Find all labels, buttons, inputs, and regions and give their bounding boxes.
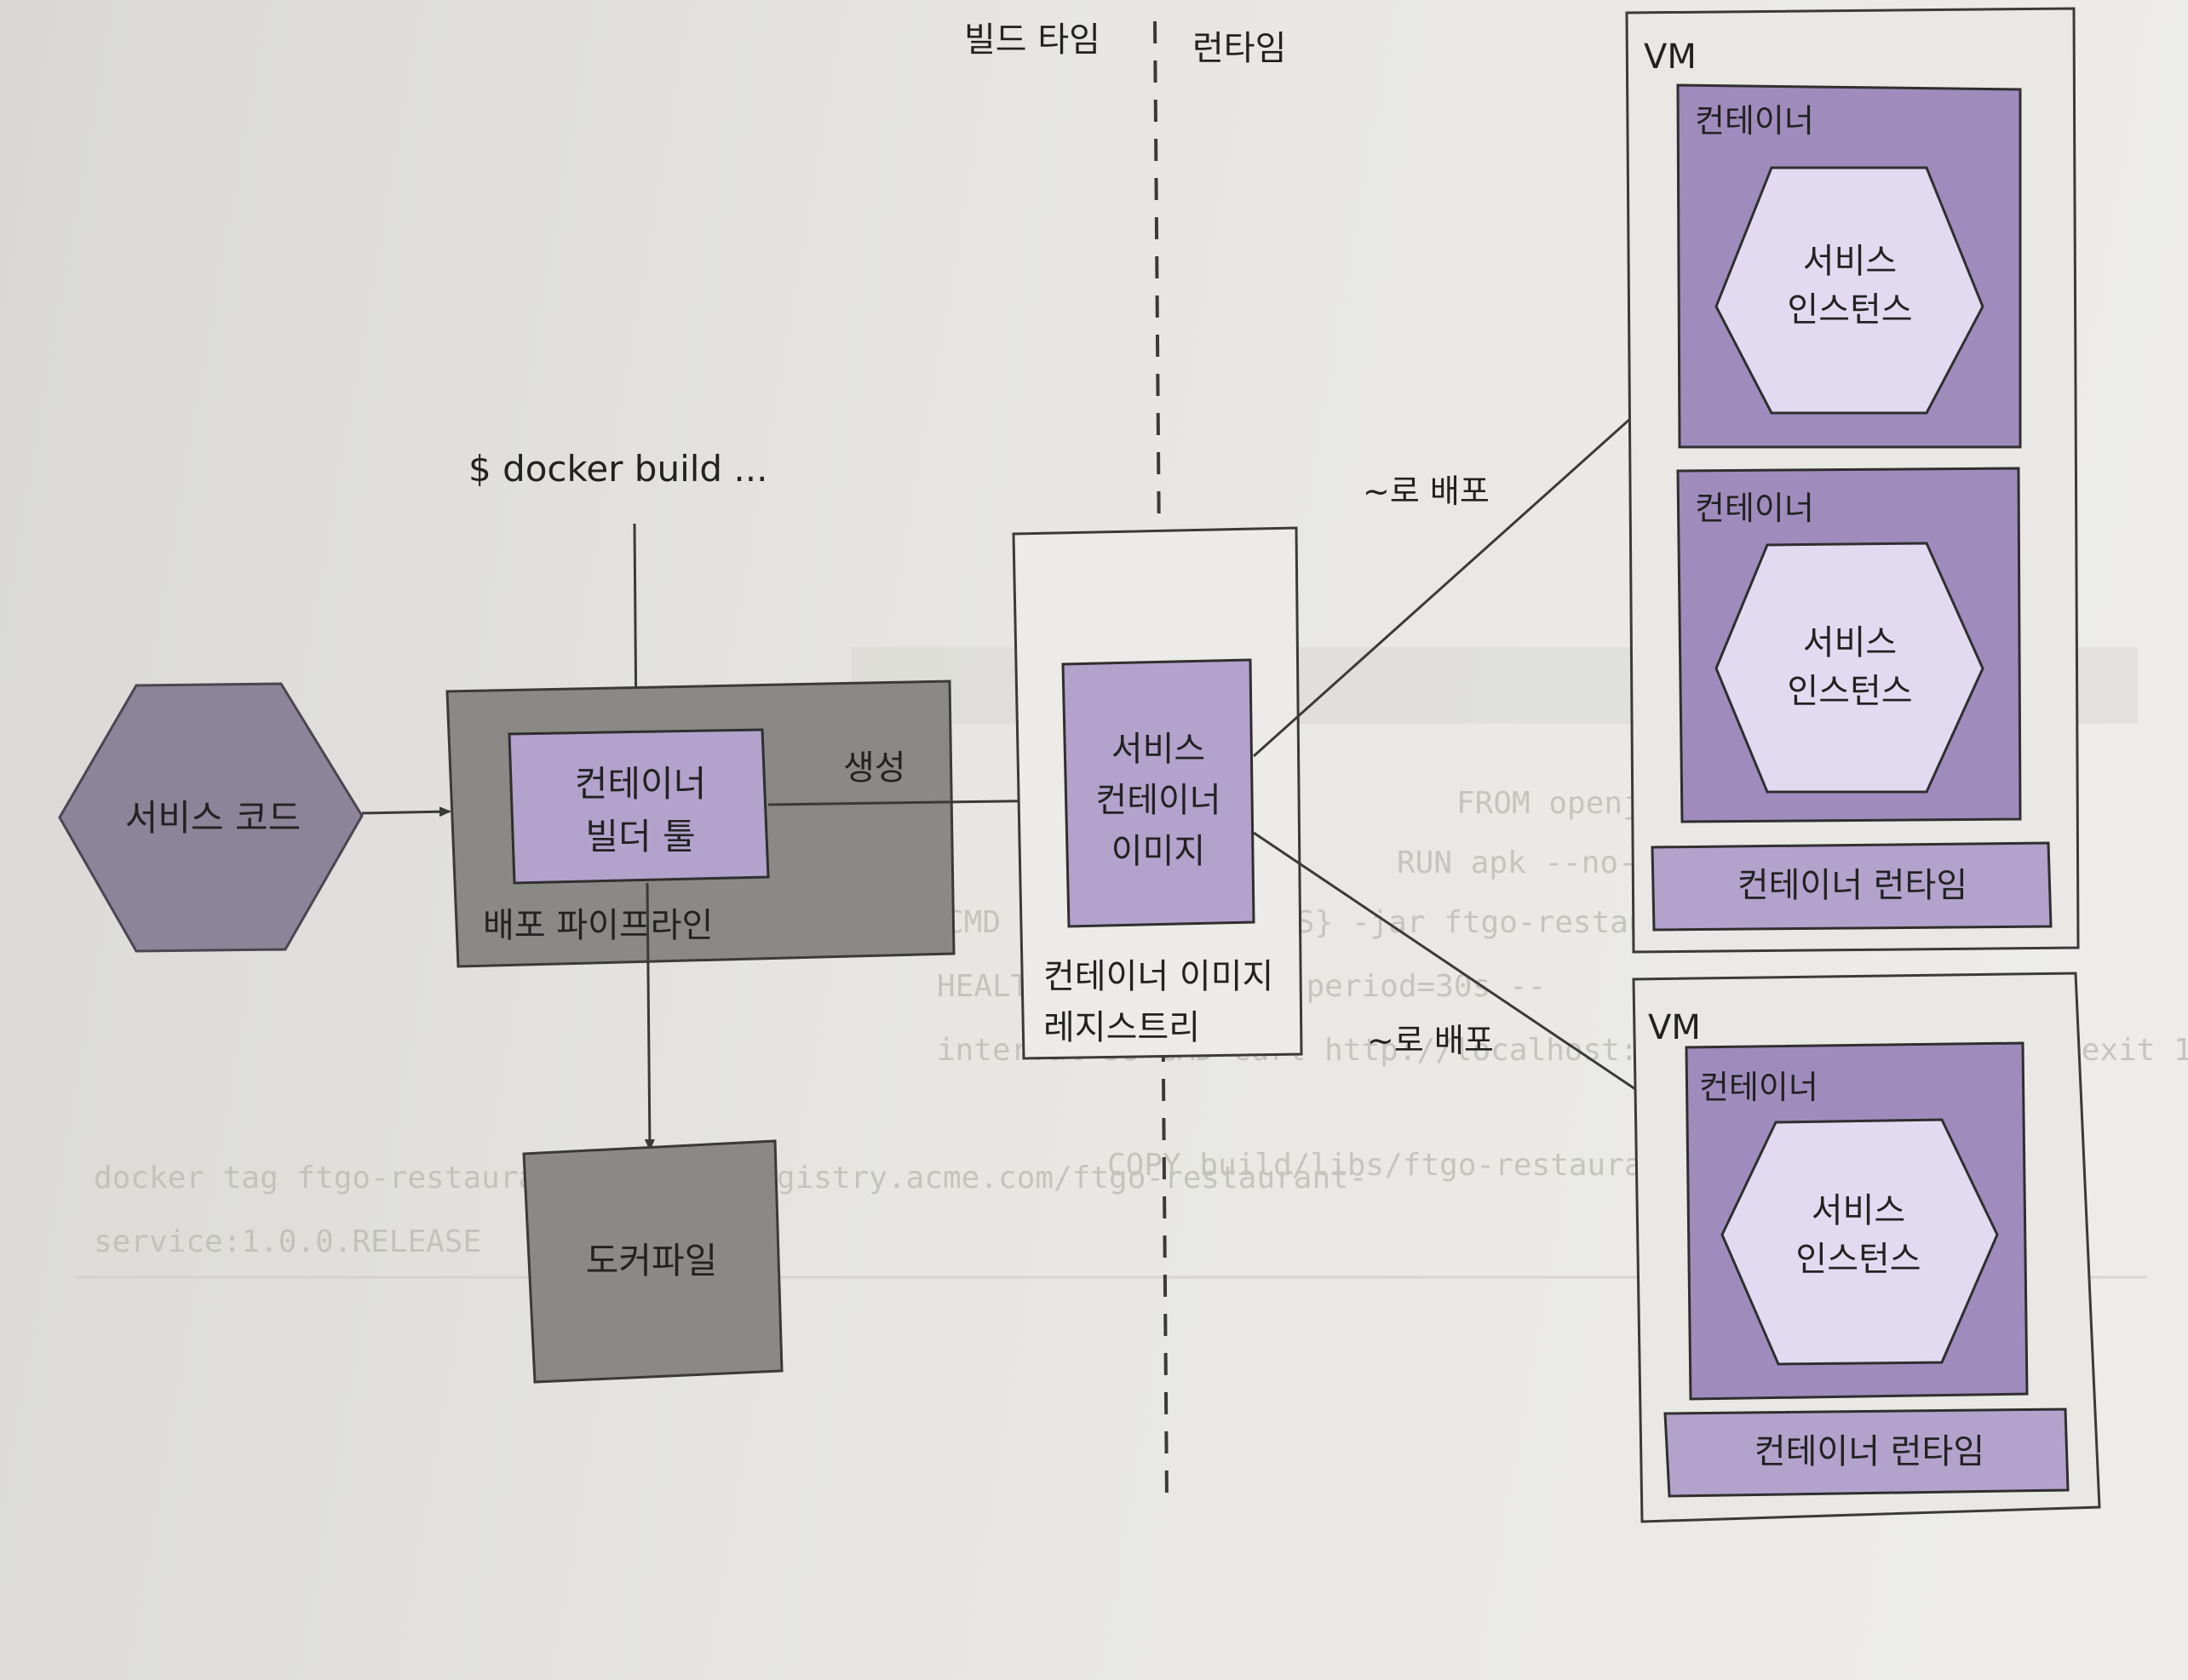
build-time-label: 빌드 타임 xyxy=(964,20,1100,60)
service-container-image-box xyxy=(1061,658,1255,928)
pipeline-label: 배포 파이프라인 xyxy=(483,906,713,945)
container-runtime-label: 컨테이너 런타임 xyxy=(1754,1432,1984,1471)
deploy-label-bottom: ~로 배포 xyxy=(1367,1022,1494,1059)
instance-label-line2: 인스턴스 xyxy=(1787,290,1912,330)
registry-label-line2: 레지스트리 xyxy=(1043,1008,1200,1047)
vm-top-title: VM xyxy=(1644,37,1697,77)
runtime-label: 런타임 xyxy=(1192,29,1286,68)
container-label: 컨테이너 xyxy=(1695,102,1814,140)
service-code-hexagon xyxy=(58,682,364,953)
service-code-label: 서비스 코드 xyxy=(125,797,301,839)
deploy-arrow-bottom xyxy=(1253,831,1686,1124)
instance-label-line1: 서비스 xyxy=(1803,623,1897,662)
service-instance-hexagon xyxy=(1714,542,1984,794)
image-label-line1: 서비스 xyxy=(1111,730,1205,769)
instance-label-line2: 인스턴스 xyxy=(1795,1240,1921,1279)
container-label: 컨테이너 xyxy=(1695,490,1814,527)
docker-build-command: $ docker build ... xyxy=(468,448,767,490)
dockerfile-label: 도커파일 xyxy=(586,1240,718,1282)
deploy-arrow-top xyxy=(1252,373,1681,758)
image-label-line2: 컨테이너 xyxy=(1095,781,1220,820)
instance-label-line1: 서비스 xyxy=(1812,1191,1905,1230)
generate-label: 생성 xyxy=(843,748,906,788)
vm-top-container-runtime xyxy=(1651,841,2053,932)
registry-label-line1: 컨테이너 이미지 xyxy=(1043,957,1273,996)
builder-label-line1: 컨테이너 xyxy=(575,763,707,805)
build-runtime-divider xyxy=(1153,20,1169,1499)
instance-label-line1: 서비스 xyxy=(1803,242,1897,281)
container-runtime-label: 컨테이너 런타임 xyxy=(1737,866,1967,905)
instance-label-line2: 인스턴스 xyxy=(1787,672,1912,711)
service-instance-hexagon xyxy=(1714,166,1984,415)
generate-arrow xyxy=(767,795,1065,806)
builder-to-dockerfile-arrow xyxy=(644,882,655,1151)
builder-label-line2: 빌더 툴 xyxy=(585,816,695,857)
image-label-line3: 이미지 xyxy=(1111,832,1205,871)
container-label: 컨테이너 xyxy=(1699,1069,1818,1106)
service-instance-hexagon xyxy=(1720,1118,1999,1366)
code-to-pipeline-arrow xyxy=(361,806,451,817)
dockerfile-box xyxy=(522,1139,784,1384)
background-code-line: service:1.0.0.RELEASE xyxy=(94,1224,481,1259)
vm-bottom-container-runtime xyxy=(1663,1408,2070,1498)
container-builder-tool-box xyxy=(508,728,770,885)
vm-bottom-title: VM xyxy=(1648,1008,1701,1047)
deploy-label-top: ~로 배포 xyxy=(1363,473,1490,510)
